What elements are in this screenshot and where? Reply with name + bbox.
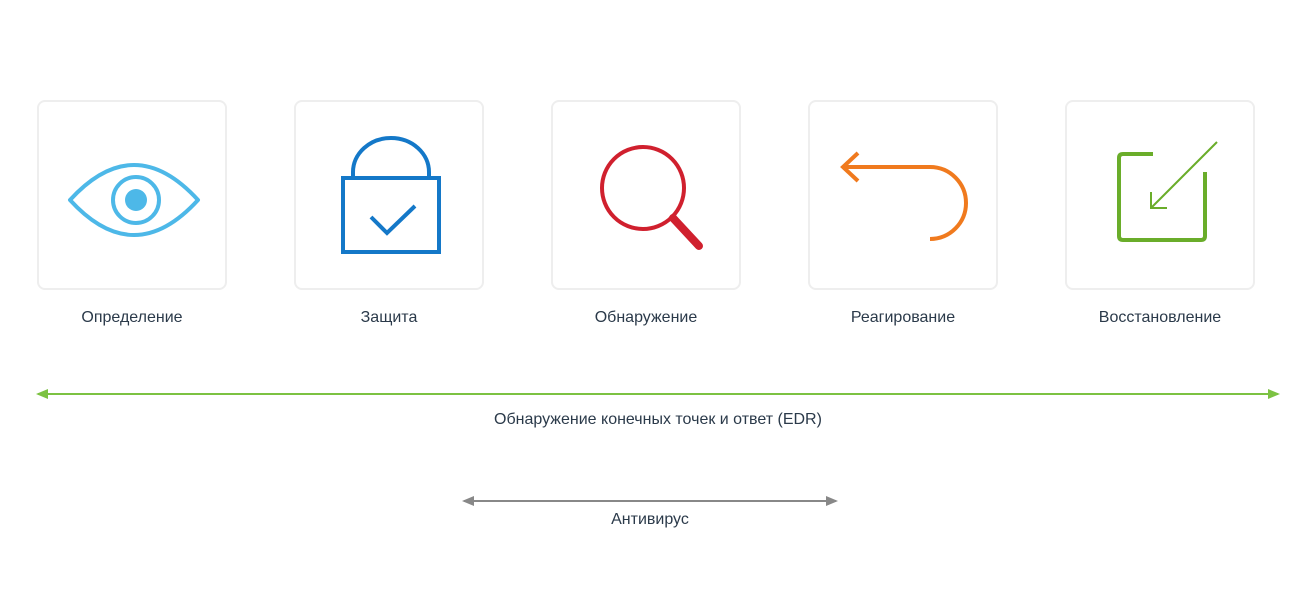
antivirus-double-arrow xyxy=(462,496,838,506)
stage-card-recover xyxy=(1065,100,1255,290)
magnifier-icon xyxy=(600,145,703,250)
stage-card-respond xyxy=(808,100,998,290)
edr-range-label: Обнаружение конечных точек и ответ (EDR) xyxy=(494,411,822,428)
stage-label-identify: Определение xyxy=(81,309,183,326)
edr-double-arrow xyxy=(36,389,1280,399)
stage-label-protect: Защита xyxy=(360,309,418,326)
stage-label-recover: Восстановление xyxy=(1098,309,1222,326)
return-arrow-icon xyxy=(840,151,968,241)
lock-icon xyxy=(341,136,441,254)
stage-label-detect: Обнаружение xyxy=(594,309,698,326)
stage-label-respond: Реагирование xyxy=(850,309,956,326)
eye-icon xyxy=(68,163,200,237)
stage-card-detect xyxy=(551,100,741,290)
antivirus-range: Антивирус xyxy=(460,491,840,531)
stage-card-identify xyxy=(37,100,227,290)
security-stages-row: Определение Защита Обнаружение Реагирова… xyxy=(37,100,1257,330)
stage-card-protect xyxy=(294,100,484,290)
antivirus-range-label: Антивирус xyxy=(611,511,689,528)
restore-arrow-icon xyxy=(1117,141,1218,242)
edr-range: Обнаружение конечных точек и ответ (EDR) xyxy=(36,384,1280,434)
